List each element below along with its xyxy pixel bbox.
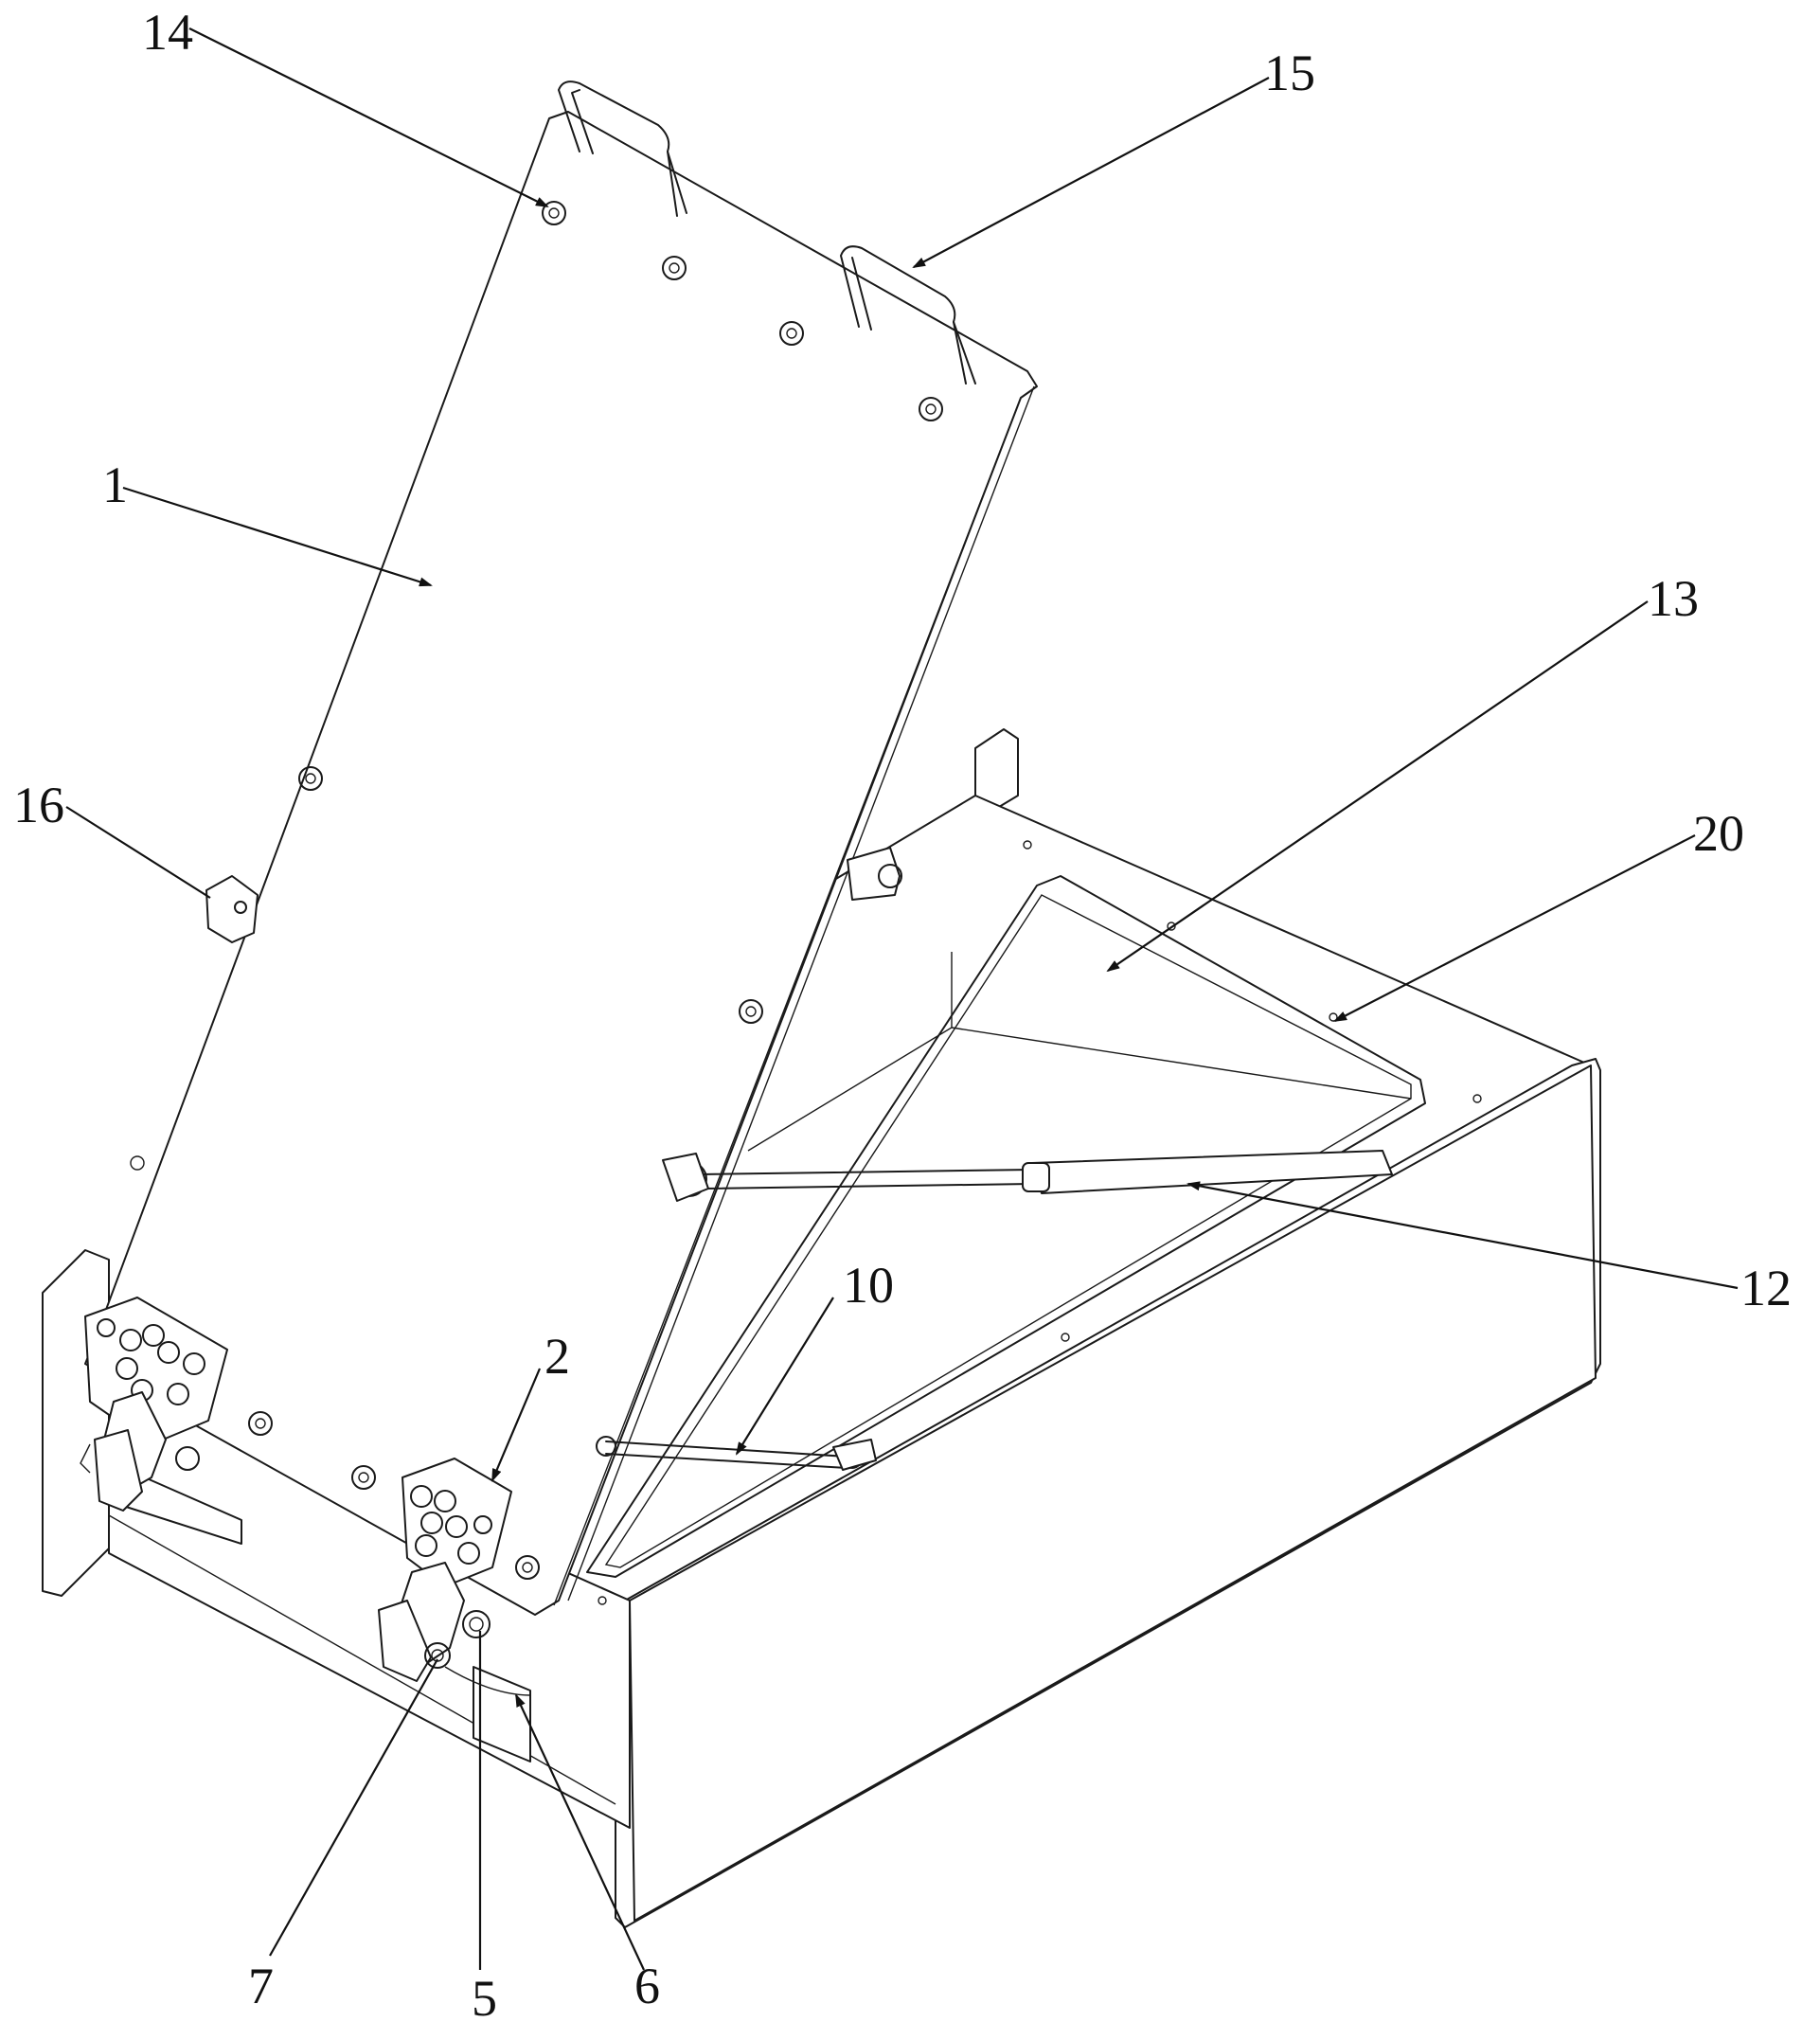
label-6: 6 [634, 1958, 660, 2014]
side-latch [206, 876, 258, 942]
label-16: 16 [13, 777, 64, 833]
label-10: 10 [843, 1257, 894, 1314]
label-14: 14 [142, 4, 193, 61]
label-12: 12 [1740, 1260, 1792, 1316]
label-2: 2 [544, 1328, 570, 1385]
label-1: 1 [102, 456, 128, 513]
rear-pivot [848, 848, 901, 900]
label-15: 15 [1264, 45, 1315, 101]
label-13: 13 [1648, 570, 1699, 627]
label-20: 20 [1693, 805, 1744, 862]
label-5: 5 [472, 1970, 497, 2022]
label-7: 7 [248, 1958, 274, 2014]
